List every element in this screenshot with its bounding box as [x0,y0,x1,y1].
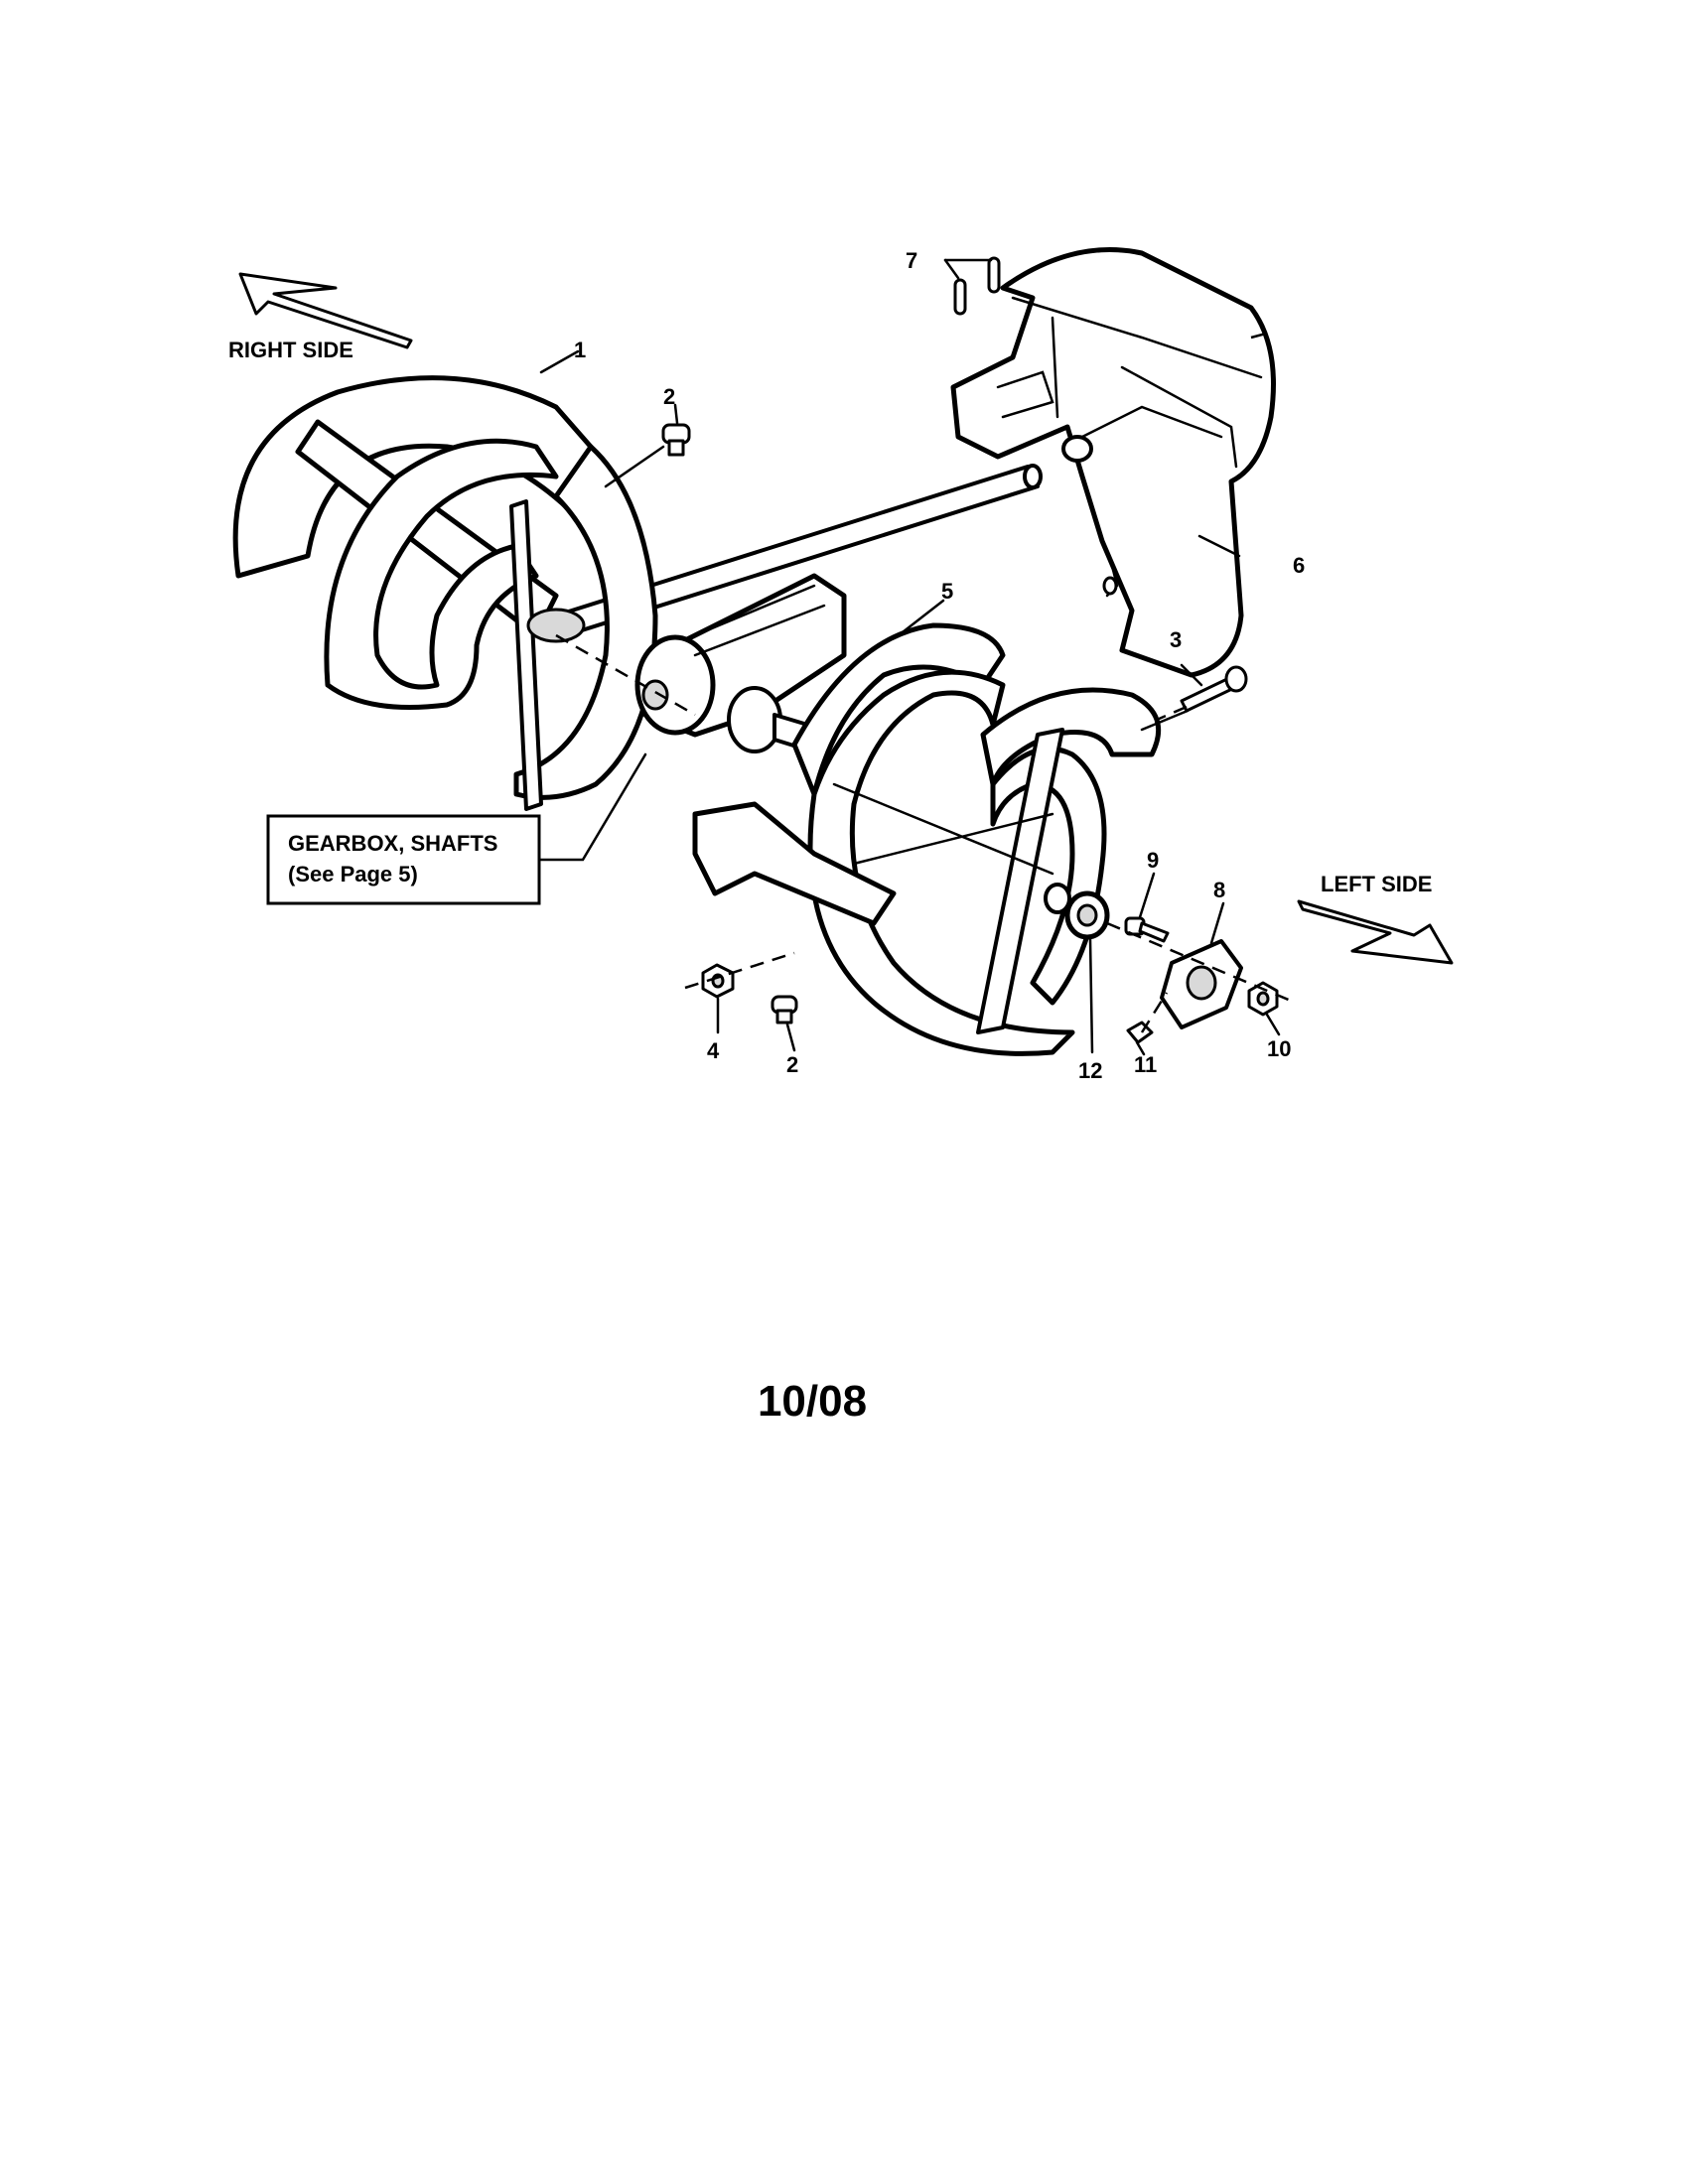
gearbox-box-line1: GEARBOX, SHAFTS [288,831,497,856]
gearbox-reference-box: GEARBOX, SHAFTS (See Page 5) [266,814,541,905]
callout-10: 10 [1267,1036,1291,1061]
bolt-part-2-top [661,423,691,457]
left-auger-part-5 [692,622,1162,1056]
callout-1: 1 [574,338,586,362]
assembly-centerlines [555,332,1292,1033]
footer-date: 10/08 [758,1377,867,1426]
callout-12: 12 [1078,1058,1102,1083]
bolt-part-3 [1180,665,1248,713]
nut-part-4 [701,963,735,999]
callout-2-bottom: 2 [786,1052,798,1077]
callout-11: 11 [1134,1052,1157,1077]
callout-3: 3 [1170,627,1182,652]
bushing-part-12 [1064,890,1110,940]
callout-9: 9 [1147,848,1159,873]
callout-4: 4 [707,1038,720,1063]
right-side-arrow-icon [238,272,413,349]
leader-lines [537,258,1281,1056]
bolt-part-2-bottom [771,995,798,1024]
nut-part-10 [1247,981,1279,1017]
gearbox-box-line2: (See Page 5) [288,862,418,887]
bolt-part-9 [1124,916,1170,943]
callout-7: 7 [906,248,917,273]
bearing-flange-part-8 [1160,939,1243,1029]
right-side-label: RIGHT SIDE [228,338,353,362]
callout-8: 8 [1213,878,1225,902]
auger-housing-part-6 [950,247,1276,678]
shear-pins-part-7 [953,256,1001,316]
right-auger-part-1 [232,375,658,811]
left-side-label: LEFT SIDE [1321,872,1432,896]
grease-fitting-part-11 [1126,1021,1154,1044]
callout-2-top: 2 [663,384,675,409]
hardware [661,423,1279,1044]
callout-6: 6 [1293,553,1305,578]
callout-5: 5 [941,579,953,604]
left-side-arrow-icon [1297,899,1454,965]
